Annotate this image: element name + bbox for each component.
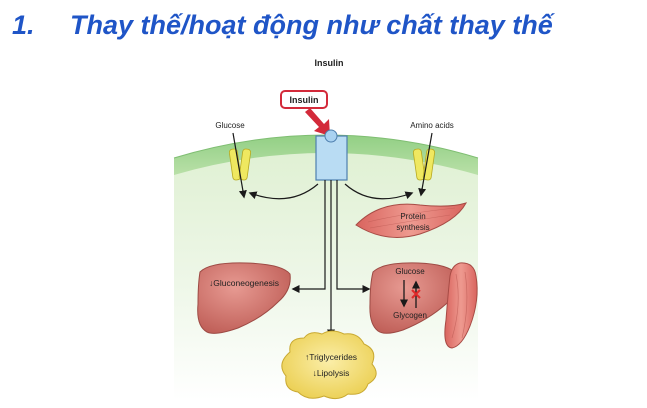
muscle-protein-synthesis: [355, 202, 468, 238]
signal-to-liver-glycogen-arrow: [336, 180, 371, 293]
liver-glucose-label: Glucose: [395, 267, 425, 276]
figure-title: Insulin: [315, 58, 344, 68]
protein-synthesis-line1: Protein: [400, 212, 425, 221]
signal-to-glucose-transporter-arrow: [248, 183, 319, 200]
signal-to-liver-arrow: [291, 180, 326, 293]
slide-heading: 1. Thay thế/hoạt động như chất thay thế: [12, 10, 553, 41]
triglycerides-label: ↑Triglycerides: [305, 352, 357, 362]
muscle-striation: [367, 207, 456, 229]
insulin-receptor: [315, 135, 348, 181]
insulin-tag-label: Insulin: [290, 95, 319, 105]
heading-text: Thay thế/hoạt động như chất thay thế: [70, 10, 553, 40]
amino-acid-transporter: [412, 148, 436, 181]
heading-number: 1.: [12, 10, 35, 40]
skeletal-muscle-striation: [451, 271, 468, 339]
insulin-tag: [280, 90, 328, 109]
cell-membrane: [174, 135, 478, 175]
signal-to-amino-transporter-arrow: [344, 183, 414, 200]
glucose-uptake-arrow: [232, 132, 247, 199]
insulin-binding-arrow: [305, 108, 330, 136]
adipose-tissue: [281, 330, 377, 400]
liver-glycogen: [369, 262, 458, 334]
amino-acid-uptake-arrow: [418, 132, 433, 197]
skeletal-muscle: [444, 262, 478, 349]
amino-acids-label: Amino acids: [410, 121, 454, 130]
gluconeogenesis-label: ↓Gluconeogenesis: [209, 278, 279, 288]
glycogenolysis-blocked-icon: [411, 289, 421, 299]
liver-glycogen-label: Glycogen: [393, 311, 427, 320]
liver-gluconeogenesis: [197, 262, 291, 334]
lipolysis-label: ↓Lipolysis: [313, 368, 350, 378]
glucose-transporter: [228, 148, 252, 181]
receptor-binding-site: [324, 129, 338, 143]
glucose-label: Glucose: [215, 121, 245, 130]
protein-synthesis-line2: synthesis: [396, 223, 429, 232]
